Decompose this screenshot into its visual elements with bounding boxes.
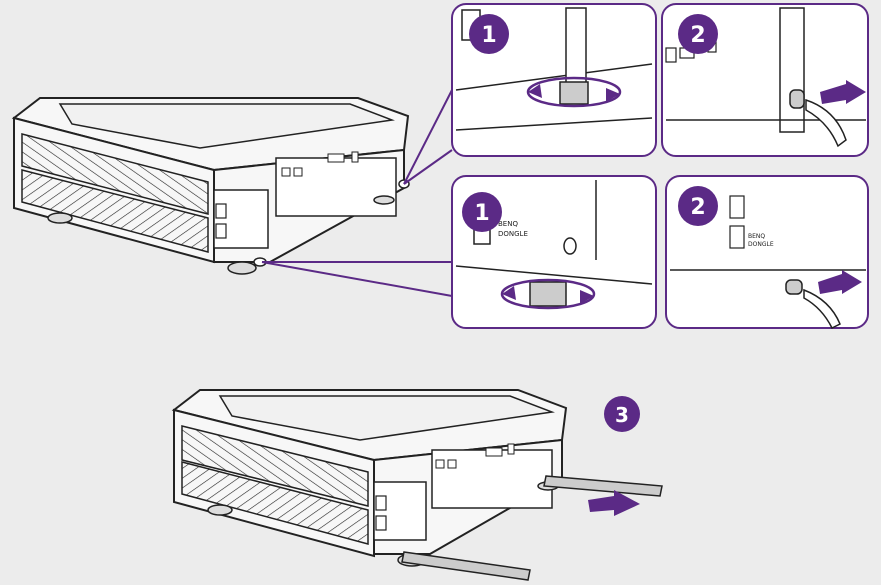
dongle-word-label-2: DONGLE <box>748 241 774 248</box>
step-badge-1-top-text: 1 <box>481 23 496 48</box>
dongle-brand-label-2: BENQ <box>748 233 765 240</box>
step-badge-3-text: 3 <box>615 403 629 427</box>
push-arrow-icon-2 <box>818 270 862 294</box>
step-badge-2-top <box>678 14 718 54</box>
step-badge-2-mid-text: 2 <box>690 195 705 220</box>
dongle-brand-label: BENQ <box>498 220 518 228</box>
step-badge-2-top-text: 2 <box>690 23 705 48</box>
step-badge-3 <box>604 396 640 432</box>
step-badge-2-mid <box>678 186 718 226</box>
filter-strip-left <box>401 551 531 581</box>
dongle-word-label: DONGLE <box>498 230 528 238</box>
panel-top-left: 1 <box>451 3 657 157</box>
panel-middle-right: BENQ DONGLE 2 <box>665 175 869 330</box>
push-arrow-icon <box>820 80 866 104</box>
step-badge-1-mid-text: 1 <box>474 201 489 226</box>
pull-arrow-icon <box>588 490 640 516</box>
projector-top <box>11 97 410 275</box>
step-badge-1-top <box>469 14 509 54</box>
callout-lines <box>261 89 453 297</box>
panel-top-right: 2 <box>661 3 869 157</box>
step-badge-1-mid <box>462 192 502 232</box>
filter-strip-right <box>543 475 663 497</box>
panel-middle-left: BENQ DONGLE 1 <box>451 175 657 329</box>
projector-bottom: 3 <box>171 389 663 581</box>
